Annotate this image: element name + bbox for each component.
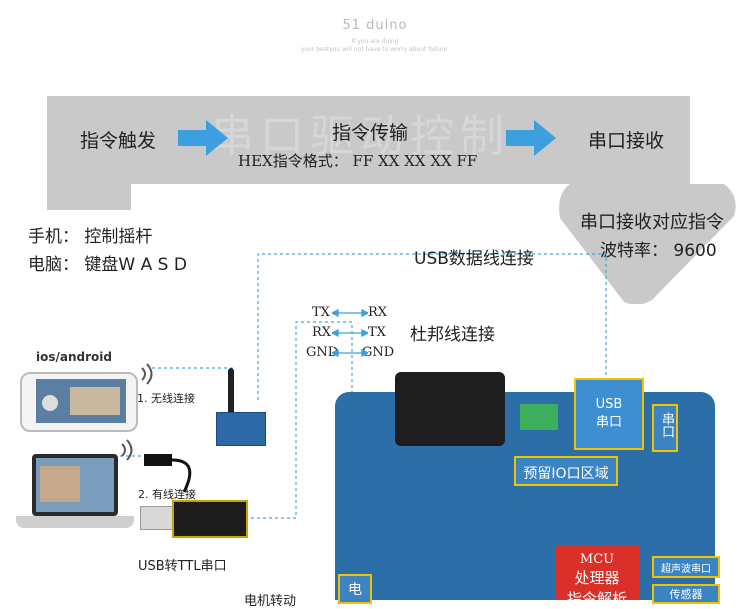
usb-ttl-label: USB转TTL串口	[138, 559, 227, 574]
brand-tagline-2: your bestyou will not have to worry abou…	[300, 46, 450, 53]
usb-port[interactable]: USB 串口	[574, 378, 644, 450]
receiver-line-1: 串口接收对应指令	[580, 212, 724, 233]
mcu-label: MCU	[579, 552, 615, 567]
usb-ttl-module	[172, 500, 248, 538]
brand-title: 51 duino	[342, 18, 408, 33]
control-phone: 手机： 控制摇杆	[28, 227, 153, 247]
serial-port[interactable]: 串口	[652, 404, 678, 452]
reserve-io-area: 预留IO口区域	[514, 456, 618, 486]
pin-row-2-right: TX	[368, 325, 386, 340]
wireless-module	[216, 412, 266, 446]
power-switch	[395, 372, 505, 446]
antenna-icon	[228, 368, 234, 416]
pin-row-2-left: RX	[312, 325, 332, 340]
phone-screen	[36, 379, 126, 423]
pin-row-1-right: RX	[368, 305, 388, 320]
sensor-label: 传感器	[669, 588, 703, 601]
process-banner	[47, 96, 690, 184]
banner-watermark: 串口驱动控制	[210, 111, 510, 162]
pin-arrows-icon	[332, 308, 368, 358]
banner-tab	[47, 184, 131, 210]
receiver-pointer	[559, 184, 736, 304]
pin-row-3-left: GND	[306, 345, 339, 360]
wired-label: 2. 有线连接	[138, 488, 196, 501]
arrow-right-icon	[506, 120, 556, 156]
mcu-parse-label: 指令解析	[566, 590, 627, 608]
terminal-block	[520, 404, 558, 430]
step-receive: 串口接收	[588, 130, 665, 152]
laptop-base	[16, 516, 134, 528]
laptop-preview	[40, 466, 80, 502]
step-trigger: 指令触发	[80, 130, 157, 152]
ultrasonic-label: 超声波串口	[661, 564, 711, 575]
power-label: 电	[348, 582, 362, 598]
usb-cable-line	[257, 253, 607, 400]
usb-cable-icon	[144, 454, 192, 493]
phone-device	[20, 372, 138, 432]
dupont-label: 杜邦线连接	[410, 325, 495, 345]
step-transfer: 指令传输	[332, 122, 409, 144]
wireless-line	[152, 367, 233, 380]
sensor-port[interactable]: 传感器	[652, 584, 720, 604]
control-pc: 电脑： 键盘W A S D	[28, 255, 187, 275]
mcu-chip: MCU 处理器 指令解析	[555, 546, 639, 608]
dupont-line	[245, 321, 353, 519]
receiver-line-2: 波特率： 9600	[600, 241, 717, 261]
os-label: ios/android	[36, 350, 112, 364]
joystick-icon	[42, 395, 58, 411]
brand-tagline-1: If you are doing	[351, 38, 399, 45]
camera-preview	[70, 387, 120, 415]
pin-row-3-right: GND	[362, 345, 395, 360]
wifi-signal-icon	[141, 363, 153, 385]
ultrasonic-port[interactable]: 超声波串口	[652, 556, 720, 578]
usb-cable-label: USB数据线连接	[414, 249, 534, 269]
hex-format: HEX指令格式： FF XX XX XX FF	[238, 152, 478, 170]
arrow-right-icon	[178, 120, 228, 156]
wireless-label: 1. 无线连接	[137, 392, 195, 405]
mcu-processor-label: 处理器	[574, 569, 620, 587]
laptop-device	[32, 454, 118, 516]
usb-port-label: USB 串口	[595, 397, 623, 430]
pin-row-1-left: TX	[312, 305, 330, 320]
wifi-signal-icon	[121, 439, 133, 461]
usb-plug-icon	[140, 506, 174, 530]
serial-port-label: 串口	[659, 412, 674, 438]
laptop-screen	[36, 458, 114, 512]
reserve-io-label: 预留IO口区域	[523, 466, 609, 482]
